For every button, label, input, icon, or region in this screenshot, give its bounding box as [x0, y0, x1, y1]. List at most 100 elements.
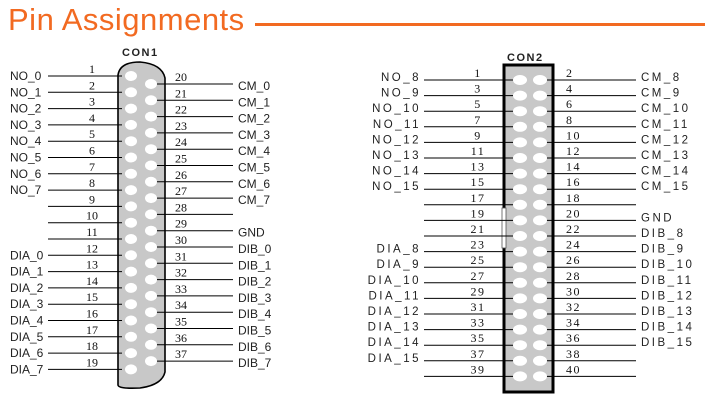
con1-body	[117, 61, 166, 389]
pin-label: DIB_8	[641, 228, 685, 240]
pin-hole	[513, 121, 527, 132]
pin-label: DIB_3	[238, 291, 272, 305]
pin-hole	[533, 355, 547, 366]
pin-label: DIA_3	[10, 297, 44, 311]
pin-number: 4	[89, 111, 95, 125]
pin-hole	[513, 215, 527, 226]
pin-label: CM_3	[238, 128, 270, 142]
pin-hole	[533, 293, 547, 304]
pin-hole	[513, 75, 527, 85]
pin-label: NO_10	[372, 103, 421, 115]
pin-number: 37	[471, 347, 486, 361]
pin-number: 30	[175, 233, 187, 247]
pin-hole	[145, 323, 157, 334]
pin-number: 22	[566, 222, 581, 236]
pin-hole	[513, 184, 527, 195]
pin-label: DIA_9	[377, 259, 421, 271]
pin-hole	[533, 324, 547, 335]
pin-label: CM_5	[238, 161, 270, 175]
pin-number: 5	[474, 97, 482, 111]
pin-hole	[513, 340, 527, 351]
pin-number: 20	[566, 206, 581, 220]
pin-label: CM_10	[641, 103, 691, 115]
pin-hole	[513, 137, 527, 148]
pin-number: 1	[474, 66, 482, 80]
pin-label: CM_4	[238, 144, 270, 158]
pin-number: 24	[175, 135, 187, 149]
pin-hole	[145, 127, 157, 138]
pin-label: DIB_15	[641, 337, 694, 349]
pin-hole	[125, 348, 137, 359]
pin-hole	[145, 290, 157, 301]
pin-number: 34	[566, 316, 581, 330]
pin-number: 35	[471, 331, 486, 345]
pin-number: 23	[175, 119, 187, 133]
con1-title: CON1	[122, 47, 159, 59]
pin-number: 8	[566, 113, 574, 127]
pin-number: 24	[566, 238, 581, 252]
pin-hole	[513, 324, 527, 335]
pin-label: CM_8	[641, 72, 682, 84]
pin-number: 40	[566, 362, 581, 376]
pin-label: DIB_4	[238, 307, 272, 321]
pin-number: 13	[86, 258, 98, 272]
pin-label: CM_14	[641, 166, 691, 178]
pin-hole	[145, 193, 157, 204]
pin-label: DIB_13	[641, 306, 694, 318]
pin-number: 18	[86, 339, 98, 353]
pin-number: 14	[86, 274, 98, 288]
pin-number: 38	[566, 347, 581, 361]
pin-hole	[125, 152, 137, 163]
pin-number: 13	[471, 160, 486, 174]
pin-label: DIA_13	[368, 322, 421, 334]
pin-hole	[125, 234, 137, 244]
pin-hole	[513, 153, 527, 163]
pin-hole	[533, 340, 547, 351]
pin-label: CM_15	[641, 181, 691, 193]
pin-label: NO_5	[10, 151, 42, 165]
pin-hole	[533, 246, 547, 257]
pin-hole	[125, 364, 137, 375]
pin-number: 25	[175, 152, 187, 166]
pin-label: DIA_10	[368, 275, 421, 287]
pin-number: 8	[89, 176, 95, 190]
pin-hole	[125, 331, 137, 342]
pin-number: 33	[471, 316, 486, 330]
pin-hole	[125, 315, 137, 326]
pin-number: 2	[89, 78, 95, 92]
title-rule	[255, 23, 705, 26]
pin-label: DIA_4	[10, 314, 44, 328]
pin-hole	[533, 137, 547, 148]
pin-number: 9	[89, 192, 95, 206]
pin-hole	[513, 246, 527, 257]
pin-label: DIA_15	[368, 353, 421, 365]
pin-label: NO_7	[10, 183, 42, 197]
pin-number: 29	[175, 217, 187, 231]
pin-hole	[145, 225, 157, 236]
pin-hole	[145, 258, 157, 269]
pin-number: 9	[474, 128, 482, 142]
pin-label: CM_2	[238, 112, 270, 126]
pin-number: 23	[471, 238, 486, 252]
pin-hole	[145, 111, 157, 122]
pin-label: DIB_12	[641, 290, 694, 302]
pin-label: NO_3	[10, 118, 42, 132]
pin-label: CM_12	[641, 134, 691, 146]
pin-number: 14	[566, 160, 581, 174]
pin-hole	[145, 274, 157, 285]
pin-number: 21	[471, 222, 486, 236]
pin-number: 25	[471, 253, 486, 267]
pin-label: DIB_14	[641, 322, 694, 334]
pin-hole	[513, 355, 527, 366]
pin-hole	[513, 231, 527, 241]
pin-number: 16	[566, 175, 581, 189]
pin-number: 28	[175, 200, 187, 214]
pin-hole	[533, 121, 547, 132]
pin-hole	[513, 309, 527, 319]
pin-number: 16	[86, 307, 98, 321]
pin-hole	[145, 307, 157, 318]
pin-label: DIB_11	[641, 275, 694, 287]
pin-hole	[533, 90, 547, 101]
pin-hole	[125, 185, 137, 196]
pin-number: 10	[86, 209, 98, 223]
